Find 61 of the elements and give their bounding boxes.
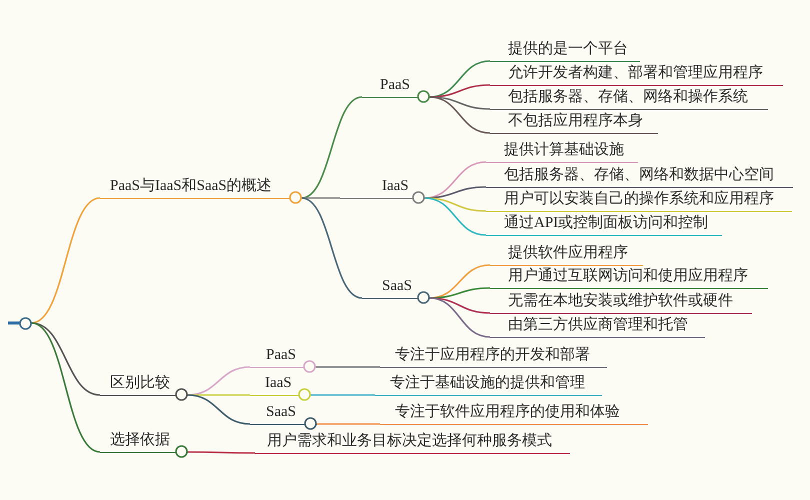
mind-map-topic [486,138,638,163]
topic-text: PaaS [266,346,296,364]
topic-text: 选择依据 [110,432,170,449]
topic-text: 区别比较 [110,374,170,392]
topic-text: SaaS [266,404,296,421]
branch-line [31,322,100,396]
branch-line [187,394,250,425]
topic-text: 提供计算基础设施 [504,142,624,159]
mind-map-topic [490,290,752,314]
mind-map-topic [490,86,768,110]
topic-text: 用户需求和业务目标决定选择何种服务模式 [267,432,552,450]
topic-text: 允许开发者构建、部署和管理应用程序 [508,64,763,82]
branch-line [316,423,380,425]
topic-text: 专注于软件应用程序的使用和体验 [395,404,620,421]
branch-line [424,197,486,236]
branch-line [429,96,490,110]
topic-text: IaaS [265,374,292,392]
topic-text: 无需在本地安装或维护软件或硬件 [508,292,733,310]
branch-line [316,366,380,368]
mind-map-topic [490,264,768,289]
topic-text: 提供的是一个平台 [508,40,628,58]
mind-map-topic [486,188,792,212]
branch-line [424,197,486,212]
topic-text: 专注于应用程序的开发和部署 [395,346,590,364]
branch-line [301,197,362,299]
topic-text: 包括服务器、存储、网络和数据中心空间 [504,166,774,184]
mind-map-topic [490,110,658,134]
mind-map-topic [486,212,722,236]
mind-map-topic [255,430,570,454]
topic-text: 由第三方供应商管理和托管 [508,316,688,334]
mind-map-topic [486,164,793,188]
mind-map-topic [380,344,607,368]
topic-text: 包括服务器、存储、网络和操作系统 [508,88,748,106]
branch-line [429,84,490,98]
branch-line [302,197,340,199]
mind-map-topic [375,372,602,396]
branch-line [188,394,250,396]
branch-line [310,394,375,396]
topic-text: 提供软件应用程序 [508,244,628,262]
branch-line [429,297,490,338]
topic-text: SaaS [382,278,412,295]
mind-map-topic [490,62,783,86]
topic-text: IaaS [382,178,409,195]
branch-line [429,297,490,314]
branch-line [429,287,490,299]
mind-map-topic [490,314,705,338]
branch-line [31,322,100,453]
topic-text: 通过API或控制面板访问和控制 [504,214,708,232]
branch-line [31,197,100,324]
topic-text: PaaS与IaaS和SaaS的概述 [110,178,272,195]
topic-text: PaaS [380,76,410,94]
topic-text: 不包括应用程序本身 [508,112,643,130]
mind-map-topic [490,38,640,62]
topic-text: 用户可以安装自己的操作系统和应用程序 [504,190,774,208]
mind-map-topic [490,242,643,266]
mind-map-topic [380,400,648,425]
branch-line [188,451,255,454]
topic-text: 专注于基础设施的提供和管理 [390,374,585,392]
branch-line [424,186,486,199]
branch-line [429,96,490,134]
topic-text: 用户通过互联网访问和使用应用程序 [508,268,748,285]
